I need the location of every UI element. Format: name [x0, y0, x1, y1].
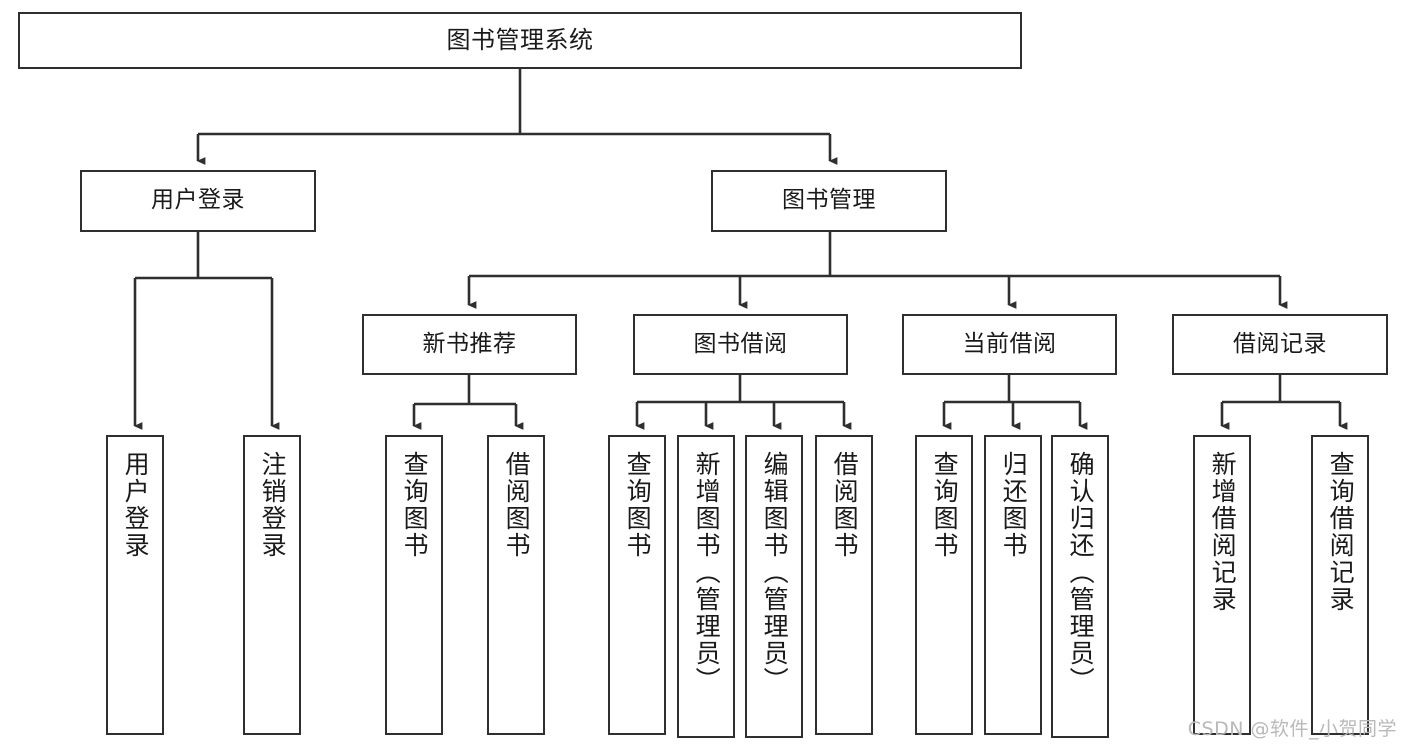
- node-user-login-label: 用户登录: [151, 187, 245, 214]
- node-leaf-query-book-2[interactable]: 查询图书: [608, 435, 666, 735]
- node-leaf-add-borrow-record[interactable]: 新增借阅记录: [1193, 435, 1251, 735]
- node-leaf-edit-book-admin-label: 编辑图书（管理员）: [760, 451, 790, 694]
- node-new-book-recommend-label: 新书推荐: [422, 330, 517, 357]
- node-leaf-query-book-1[interactable]: 查询图书: [385, 435, 443, 735]
- node-leaf-return-book[interactable]: 归还图书: [984, 435, 1042, 735]
- node-leaf-logout-label: 注销登录: [258, 451, 288, 559]
- node-new-book-recommend[interactable]: 新书推荐: [362, 314, 577, 375]
- node-leaf-query-borrow-record-label: 查询借阅记录: [1326, 451, 1356, 613]
- node-leaf-add-borrow-record-label: 新增借阅记录: [1208, 451, 1238, 613]
- node-leaf-borrow-book-2-label: 借阅图书: [830, 451, 860, 559]
- node-leaf-confirm-return-admin-label: 确认归还（管理员）: [1066, 451, 1096, 694]
- node-root-label: 图书管理系统: [446, 26, 594, 55]
- node-borrow-record[interactable]: 借阅记录: [1172, 314, 1388, 375]
- node-leaf-query-borrow-record[interactable]: 查询借阅记录: [1311, 435, 1369, 735]
- node-book-borrow-label: 图书借阅: [693, 330, 788, 357]
- node-leaf-user-login-label: 用户登录: [121, 451, 151, 559]
- node-leaf-edit-book-admin[interactable]: 编辑图书（管理员）: [745, 435, 803, 738]
- node-leaf-query-book-1-label: 查询图书: [400, 451, 430, 559]
- node-user-login[interactable]: 用户登录: [80, 170, 316, 232]
- node-root[interactable]: 图书管理系统: [18, 12, 1022, 69]
- node-leaf-borrow-book-2[interactable]: 借阅图书: [815, 435, 873, 735]
- watermark: CSDN @软件_小贺同学: [1187, 718, 1397, 740]
- node-leaf-logout[interactable]: 注销登录: [243, 435, 301, 735]
- node-leaf-query-book-3[interactable]: 查询图书: [915, 435, 973, 735]
- node-leaf-add-book-admin[interactable]: 新增图书（管理员）: [677, 435, 735, 738]
- node-leaf-return-book-label: 归还图书: [999, 451, 1029, 559]
- node-book-manage-label: 图书管理: [782, 187, 876, 214]
- node-leaf-query-book-2-label: 查询图书: [623, 451, 653, 559]
- node-leaf-borrow-book-1-label: 借阅图书: [502, 451, 532, 559]
- node-borrow-record-label: 借阅记录: [1233, 330, 1327, 357]
- node-leaf-confirm-return-admin[interactable]: 确认归还（管理员）: [1051, 435, 1109, 738]
- node-book-borrow[interactable]: 图书借阅: [633, 314, 848, 375]
- node-current-borrow-label: 当前借阅: [962, 330, 1057, 357]
- node-leaf-borrow-book-1[interactable]: 借阅图书: [487, 435, 545, 735]
- node-current-borrow[interactable]: 当前借阅: [902, 314, 1117, 375]
- node-leaf-query-book-3-label: 查询图书: [930, 451, 960, 559]
- node-leaf-user-login[interactable]: 用户登录: [106, 435, 164, 735]
- node-leaf-add-book-admin-label: 新增图书（管理员）: [692, 451, 722, 694]
- node-book-manage[interactable]: 图书管理: [711, 170, 947, 232]
